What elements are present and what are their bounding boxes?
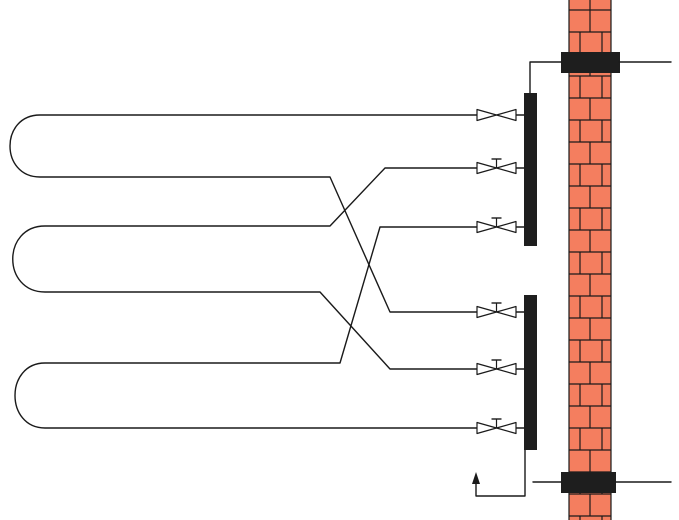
valve-body-half [476, 161, 498, 175]
arrow-up-icon [472, 472, 480, 484]
supply-riser-pipe [529, 61, 562, 97]
heating-loop-1 [9, 114, 478, 313]
heating-loop-2 [12, 167, 478, 370]
brick-wall-mortar [568, 0, 612, 520]
valve-body-half [495, 108, 517, 122]
valve-body-half [495, 362, 517, 376]
brick-wall-face [569, 0, 611, 520]
valve-body-half [476, 305, 498, 319]
heating-loop-3 [14, 226, 478, 429]
heating-loops [9, 114, 478, 429]
valve-5 [476, 359, 517, 376]
main-pipes [472, 61, 672, 497]
brick-wall [568, 0, 612, 520]
valve-body-half [495, 421, 517, 435]
valve-3 [476, 217, 517, 234]
valve-4 [476, 302, 517, 319]
supply-wall-sleeve [561, 52, 620, 73]
valve-body-half [495, 305, 517, 319]
wall-sleeves [561, 52, 620, 493]
valve-body-half [476, 362, 498, 376]
manifolds [524, 93, 537, 450]
return-drop-pipe [475, 445, 526, 497]
valve-stubs [515, 114, 525, 429]
valve-6 [476, 418, 517, 435]
valve-body-half [476, 421, 498, 435]
valve-body-half [476, 108, 498, 122]
valve-1 [476, 108, 517, 122]
valve-body-half [495, 161, 517, 175]
return-manifold [524, 295, 537, 450]
valve-body-half [476, 220, 498, 234]
valve-body-half [495, 220, 517, 234]
supply-manifold [524, 93, 537, 246]
valves [476, 108, 517, 435]
return-wall-sleeve [561, 472, 616, 493]
valve-2 [476, 158, 517, 175]
